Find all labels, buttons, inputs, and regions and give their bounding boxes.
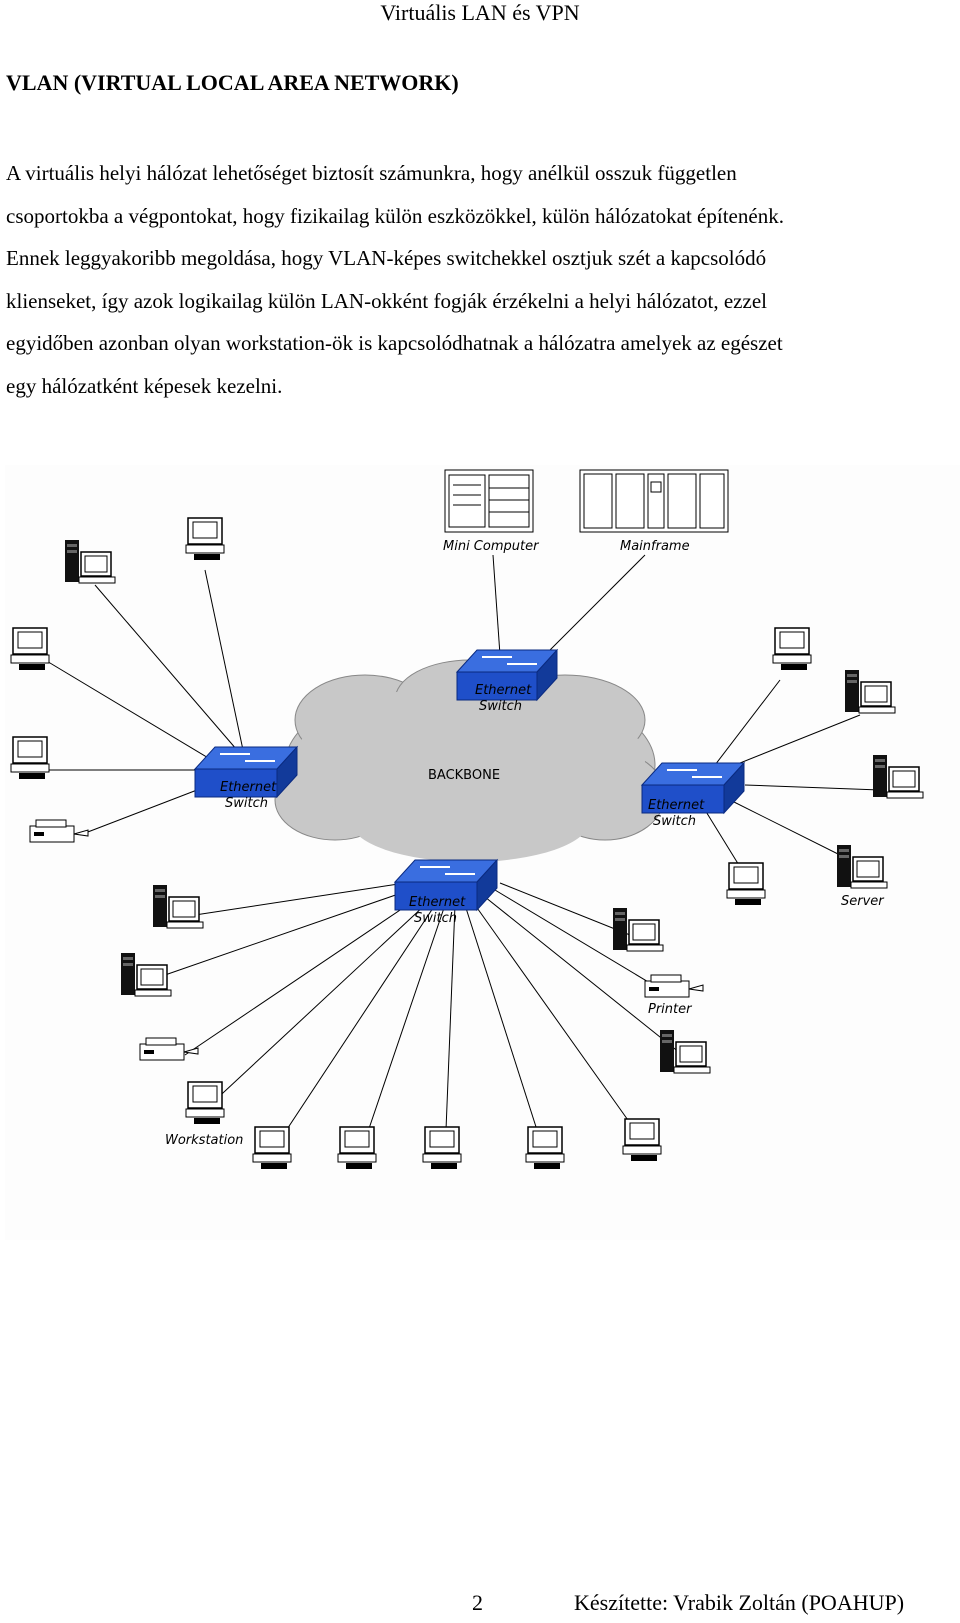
mainframe-icon (579, 469, 729, 533)
mini-computer-label: Mini Computer (443, 539, 540, 554)
workstation-icon (422, 1126, 462, 1170)
paragraph-line: csoportokba a végpontokat, hogy fizikail… (6, 203, 784, 228)
workstation-icon (120, 952, 172, 997)
workstation-icon (622, 1118, 662, 1162)
workstation-icon (612, 907, 664, 952)
workstation-icon (64, 539, 116, 584)
paragraph-line: klienseket, így azok logikailag külön LA… (6, 288, 767, 313)
printer-label: Printer (648, 1002, 693, 1017)
paragraph-line: egyidőben azonban olyan workstation-ök i… (6, 331, 783, 355)
workstation-icon (525, 1126, 565, 1170)
ethernet-switch-top (455, 648, 559, 702)
workstation-icon (844, 669, 896, 714)
switch-label: Switch (414, 911, 457, 926)
body-paragraph: A virtuális helyi hálózat lehetőséget bi… (6, 152, 951, 407)
workstation-icon (10, 627, 50, 671)
server-label: Server (841, 894, 885, 909)
backbone-cloud (274, 659, 666, 862)
paragraph-line: A virtuális helyi hálózat lehetőséget bi… (6, 161, 737, 185)
workstation-icon (152, 884, 204, 929)
workstation-icon (726, 862, 766, 906)
switch-label: Switch (653, 814, 696, 829)
switch-label: Ethernet (648, 798, 705, 813)
workstation-icon (659, 1029, 711, 1074)
ethernet-switch-bottom (393, 858, 499, 912)
switch-label: Switch (225, 796, 268, 811)
switch-label: Ethernet (220, 780, 277, 795)
workstation-icon (337, 1126, 377, 1170)
workstation-icon (185, 517, 225, 561)
ethernet-switch-left (193, 745, 299, 799)
workstation-icon (252, 1126, 292, 1170)
workstation-icon (872, 754, 924, 799)
footer-author: Készítette: Vrabik Zoltán (POAHUP) (574, 1590, 905, 1615)
workstation-icon (185, 1081, 225, 1125)
switch-label: Switch (479, 699, 522, 714)
paragraph-line: Ennek leggyakoribb megoldása, hogy VLAN-… (6, 246, 767, 270)
paragraph-line: egy hálózatként képesek kezelni. (6, 373, 283, 398)
switch-label: Ethernet (409, 895, 466, 910)
printer-icon (139, 1037, 199, 1061)
workstation-icon (772, 627, 812, 671)
vlan-network-diagram: BACKBONE Mini Computer Mainframe Etherne… (5, 465, 960, 1240)
workstation-label: Workstation (165, 1133, 243, 1148)
workstation-icon (10, 736, 50, 780)
page-number: 2 (472, 1590, 483, 1615)
mainframe-label: Mainframe (620, 539, 690, 554)
mini-computer-icon (444, 469, 534, 533)
switch-label: Ethernet (475, 683, 532, 698)
printer-icon (644, 974, 704, 998)
ethernet-switch-right (640, 761, 746, 815)
page-header: Virtuális LAN és VPN (380, 0, 580, 25)
backbone-label: BACKBONE (428, 768, 500, 783)
server-icon (836, 844, 888, 889)
printer-icon (29, 819, 89, 843)
section-heading: VLAN (VIRTUAL LOCAL AREA NETWORK) (6, 70, 459, 95)
